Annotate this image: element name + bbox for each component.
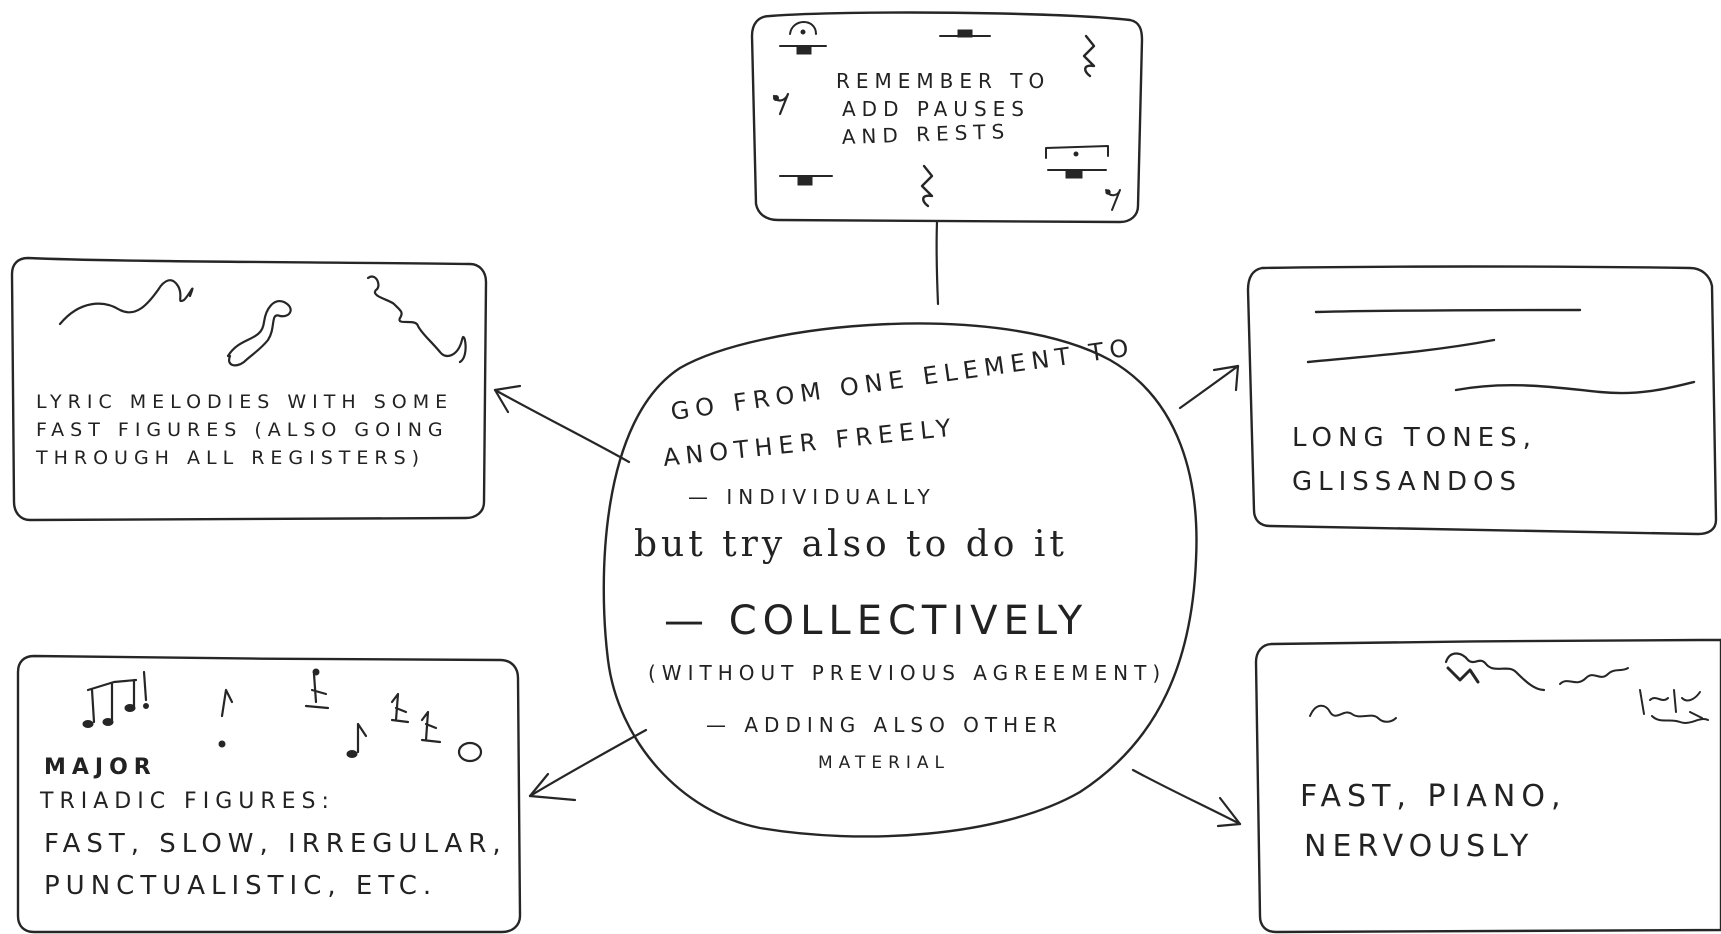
box-left-top: LYRIC MELODIES WITH SOME FAST FIGURES (A… xyxy=(10,256,488,522)
eighth-rest-icon xyxy=(772,92,790,116)
quarter-rest-icon-2 xyxy=(920,164,934,208)
center-line-1: GO FROM ONE ELEMENT TO xyxy=(669,333,1136,426)
box-right-top-line-1: LONG TONES, xyxy=(1292,423,1537,453)
center-line-6: (WITHOUT PREVIOUS AGREEMENT) xyxy=(648,661,1166,685)
arrow-to-left-bottom xyxy=(528,728,648,802)
box-left-top-frame xyxy=(10,256,488,522)
fermata-rest-icon xyxy=(779,21,827,55)
box-top-line-1: REMEMBER TO xyxy=(836,69,1050,93)
melody-squiggle-icon xyxy=(58,275,467,367)
box-left-top-line-3: THROUGH ALL REGISTERS) xyxy=(35,447,425,469)
box-left-top-line-1: LYRIC MELODIES WITH SOME xyxy=(36,391,453,413)
box-right-top: LONG TONES, GLISSANDOS xyxy=(1246,265,1718,536)
box-left-bottom-frame xyxy=(16,654,522,934)
center-line-4: but try also to do it xyxy=(634,524,1068,565)
box-right-bottom-line-1: FAST, PIANO, xyxy=(1300,779,1567,814)
arrow-to-right-top xyxy=(1178,364,1240,410)
center-node: GO FROM ONE ELEMENT TO ANOTHER FREELY — … xyxy=(602,322,1198,838)
arrow-to-left-top xyxy=(493,384,631,464)
box-left-bottom-line-1: TRIADIC FIGURES: xyxy=(39,789,335,814)
center-line-2: ANOTHER FREELY xyxy=(662,413,958,472)
arrow-to-right-bottom xyxy=(1131,768,1242,828)
center-line-7: — ADDING ALSO OTHER xyxy=(706,713,1063,737)
quarter-rest-icon xyxy=(1082,34,1096,78)
box-left-bottom: MAJOR TRIADIC FIGURES: FAST, SLOW, IRREG… xyxy=(16,654,522,934)
box-right-bottom-frame xyxy=(1254,638,1721,934)
center-line-3: — INDIVIDUALLY xyxy=(688,485,936,509)
nervous-scribbles-icon xyxy=(1309,652,1709,724)
box-top-line-3: AND RESTS xyxy=(841,119,1010,149)
half-rest-icon xyxy=(779,175,833,186)
connector-top xyxy=(935,220,940,306)
long-tones-lines-icon xyxy=(1306,308,1696,395)
box-left-bottom-line-3: PUNCTUALISTIC, ETC. xyxy=(44,871,437,901)
box-top: REMEMBER TO ADD PAUSES AND RESTS xyxy=(750,11,1144,224)
box-left-top-line-2: FAST FIGURES (ALSO GOING xyxy=(36,419,449,441)
triad-notes-icon xyxy=(82,668,483,763)
fermata-bracket-icon xyxy=(1045,145,1121,211)
box-top-frame xyxy=(750,11,1144,224)
box-right-top-line-2: GLISSANDOS xyxy=(1292,467,1522,497)
box-right-bottom: FAST, PIANO, NERVOUSLY xyxy=(1254,638,1721,934)
box-top-line-2: ADD PAUSES xyxy=(842,97,1030,121)
center-line-8: MATERIAL xyxy=(818,753,950,773)
box-right-top-frame xyxy=(1246,265,1718,536)
box-left-bottom-heading: MAJOR xyxy=(44,755,157,780)
box-left-bottom-line-2: FAST, SLOW, IRREGULAR, xyxy=(44,829,507,859)
box-right-bottom-line-2: NERVOUSLY xyxy=(1304,829,1534,864)
center-line-5: — COLLECTIVELY xyxy=(664,598,1088,644)
whole-rest-icon xyxy=(939,29,991,38)
center-circle xyxy=(602,322,1198,838)
